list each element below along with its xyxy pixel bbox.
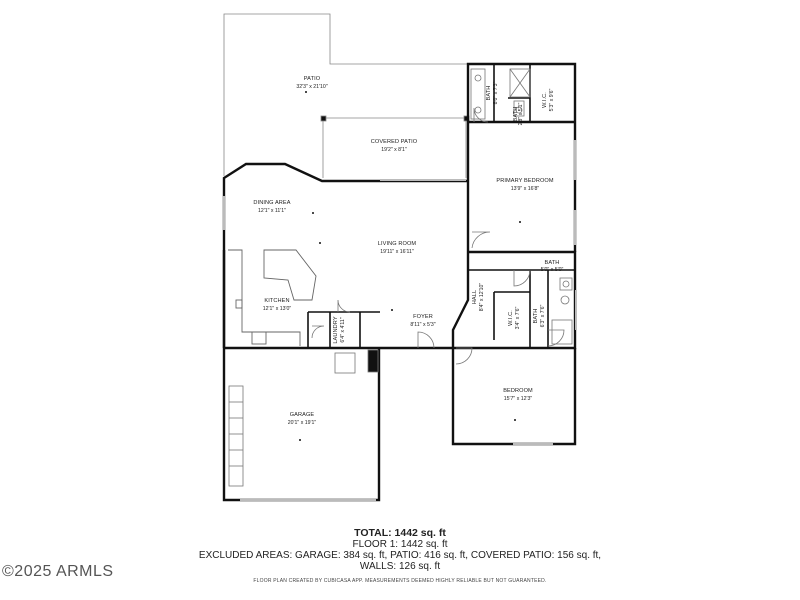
hall-label: HALL — [472, 290, 478, 304]
disclaimer: FLOOR PLAN CREATED BY CUBICASA APP. MEAS… — [253, 578, 547, 584]
fixture-dots — [299, 91, 521, 441]
exterior-walls — [222, 62, 577, 502]
walls-area: WALLS: 126 sq. ft — [359, 561, 441, 572]
covered-patio-label: COVERED PATIO — [371, 139, 418, 145]
bath4-label: BATH — [533, 309, 539, 324]
dining-dim: 12'1" x 11'1" — [258, 208, 286, 214]
wic1-label: W.I.C. — [542, 92, 548, 108]
bath4-dim: 6'3" x 7'6" — [540, 305, 546, 328]
total-area: TOTAL: 1442 sq. ft — [354, 527, 446, 539]
bath3-dim: 5'0" x 5'0" — [541, 267, 564, 273]
excluded-areas: EXCLUDED AREAS: GARAGE: 384 sq. ft, PATI… — [198, 550, 602, 561]
foyer-dim: 8'11" x 5'3" — [410, 322, 435, 328]
living-dim: 19'11" x 16'11" — [380, 249, 414, 255]
bath1-label: BATH — [486, 86, 492, 101]
kitchen-counters — [228, 249, 317, 346]
patio-outline — [223, 13, 468, 176]
windows — [223, 140, 577, 501]
garage-label: GARAGE — [290, 412, 315, 418]
primary-bedroom-dim: 13'9" x 16'8" — [511, 186, 540, 192]
patio-label: PATIO — [304, 76, 321, 82]
floor-area: FLOOR 1: 1442 sq. ft — [352, 539, 448, 550]
watermark: ©2025 ARMLS — [2, 563, 114, 580]
wic2-dim: 3'4" x 7'6" — [515, 307, 521, 330]
patio-dim: 32'3" x 21'10" — [296, 84, 327, 90]
bedroom-dim: 15'7" x 12'3" — [504, 396, 533, 402]
bath-fixtures — [470, 68, 573, 345]
wic1-dim: 5'3" x 9'6" — [549, 89, 555, 112]
bedroom-label: BEDROOM — [503, 388, 533, 394]
bath3-label: BATH — [545, 260, 560, 266]
laundry-label: LAUNDRY — [333, 316, 339, 343]
doors — [311, 107, 565, 365]
interior-walls — [307, 64, 575, 348]
garage-steps — [228, 349, 379, 487]
covered-patio-dim: 19'2" x 8'1" — [381, 147, 407, 153]
kitchen-dim: 12'1" x 13'0" — [263, 306, 292, 312]
laundry-dim: 6'4" x 4'11" — [340, 317, 346, 342]
covered-patio-outline — [320, 115, 470, 178]
foyer-label: FOYER — [413, 314, 433, 320]
bath2-dim: 2'8" x 5'1" — [518, 103, 524, 126]
living-label: LIVING ROOM — [378, 241, 417, 247]
wic2-label: W.I.C. — [508, 310, 514, 326]
garage-dim: 20'1" x 19'1" — [288, 420, 317, 426]
dining-label: DINING AREA — [253, 200, 290, 206]
bath1-dim: 8'0" x 7'3" — [493, 82, 499, 105]
bath2-label: BATH — [513, 107, 519, 122]
primary-bedroom-label: PRIMARY BEDROOM — [496, 178, 553, 184]
kitchen-label: KITCHEN — [264, 298, 289, 304]
hall-dim: 8'4" x 12'10" — [479, 283, 485, 312]
